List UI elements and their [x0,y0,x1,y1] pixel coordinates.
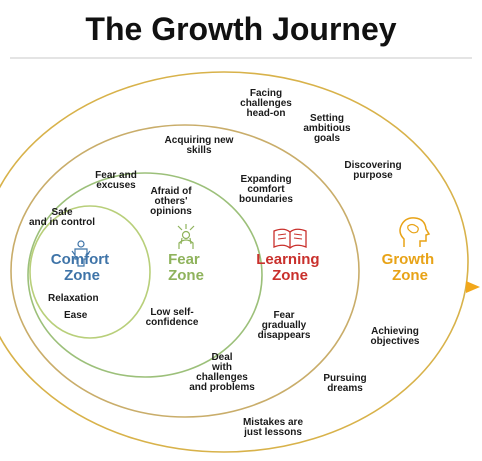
note-low-self-confidence: Low self-confidence [146,307,199,328]
learning-zone-boundary [10,124,360,418]
page-title: The Growth Journey [85,11,396,47]
person-icon [71,240,91,267]
growth-zone-boundary [0,71,469,453]
head-brain-icon [399,217,431,247]
fear-zone-label: Fear Zone [168,251,204,284]
fear-zone-boundary [27,172,263,378]
arrow-head [466,281,480,293]
comfort-zone-boundary [29,205,151,339]
note-ease: Ease [64,310,88,321]
stressed-person-icon [177,224,195,249]
comfort-zone-label: Comfort Zone [51,251,114,284]
note-relaxation: Relaxation [48,293,99,304]
learning-zone-label: Learning Zone [256,251,324,284]
growth-zone-label: Growth Zone [382,251,439,284]
open-book-icon [273,228,307,249]
